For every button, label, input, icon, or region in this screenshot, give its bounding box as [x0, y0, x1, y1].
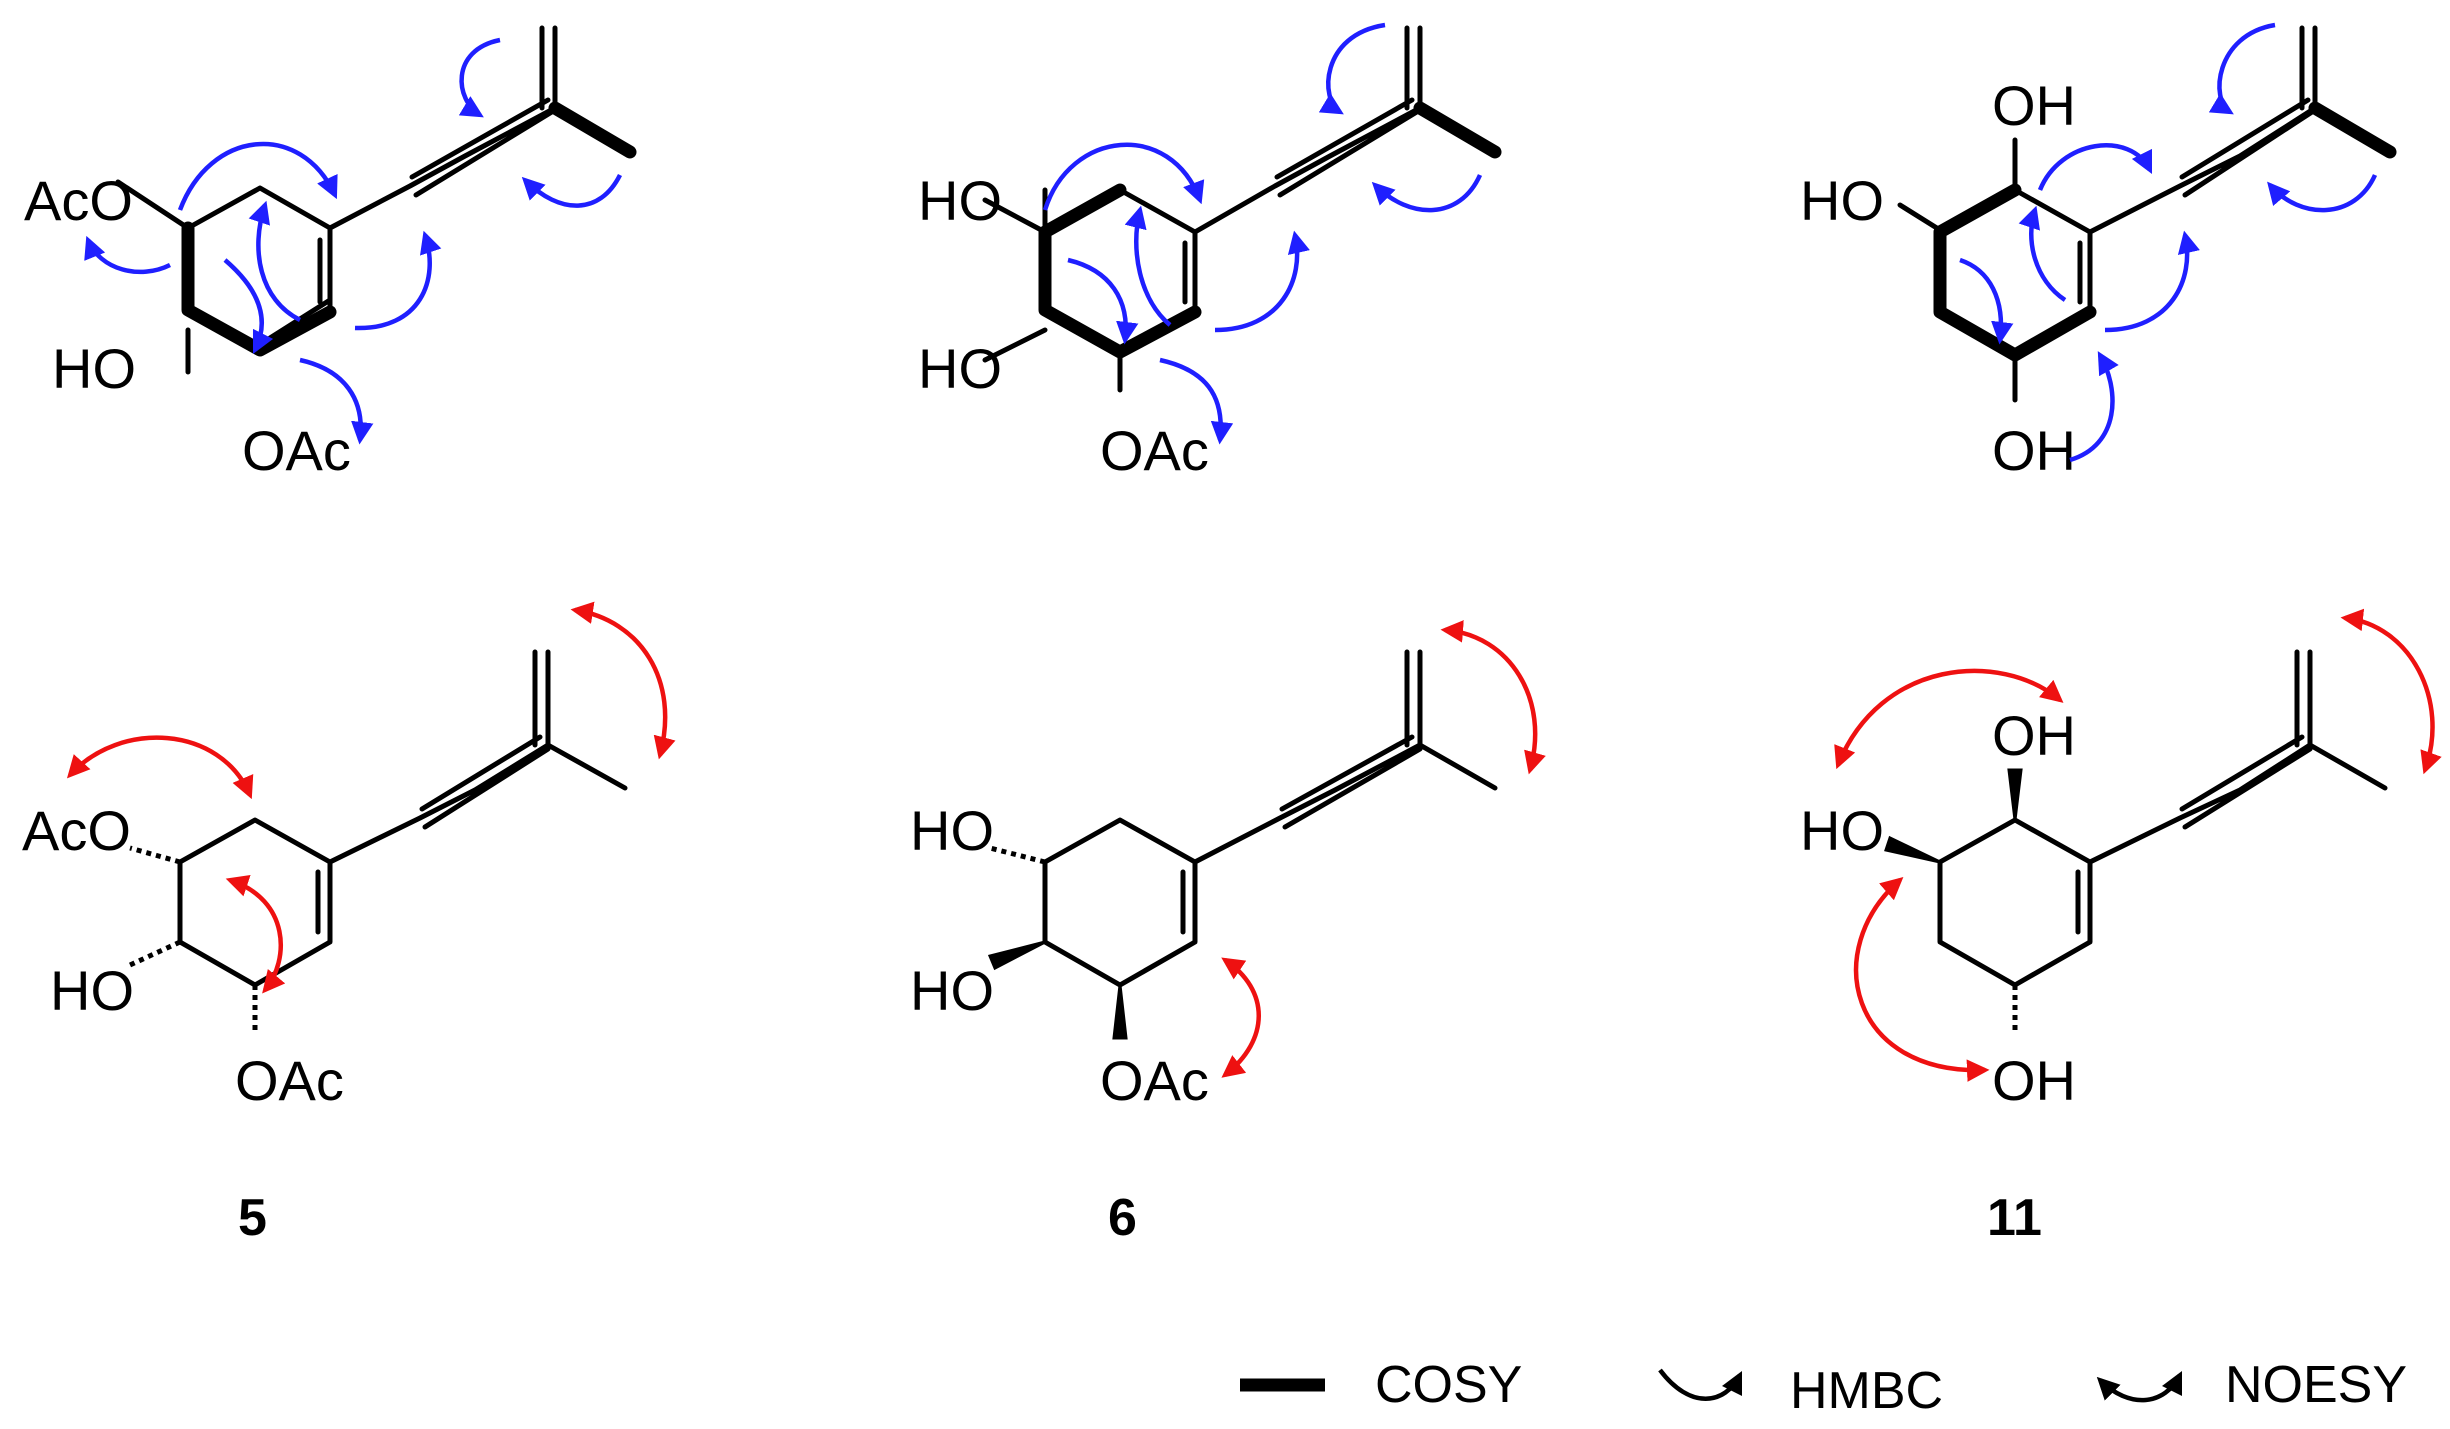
compound-11-hmbc-cosy: OH HO OH	[1800, 22, 2397, 482]
substituent-hydroxy-top: OH	[1992, 704, 2076, 767]
bold-wedge	[1884, 835, 1941, 864]
dash-wedge	[128, 939, 182, 968]
cosy-bonds	[1038, 183, 1202, 359]
cosy-methyl	[1413, 101, 1502, 159]
hmbc-arrow	[177, 141, 338, 211]
bold-wedge	[987, 940, 1046, 971]
compound-6-noesy: HO HO OAc 6	[910, 620, 1546, 1247]
hmbc-arrow	[2037, 143, 2153, 191]
legend-cosy-label: COSY	[1375, 1356, 1522, 1414]
cosy-bonds	[181, 221, 337, 357]
substituent-hydroxy: HO	[52, 337, 136, 400]
hmbc-arrow	[1959, 257, 2014, 345]
cosy-bonds	[1933, 183, 2097, 362]
substituent-hydroxy: HO	[50, 959, 134, 1022]
hmbc-arrow	[1214, 230, 1310, 333]
noesy-arrow	[2340, 608, 2442, 775]
substituent-acetoxy: OAc	[1100, 1049, 1209, 1112]
noesy-arrow	[570, 601, 676, 760]
noesy-arrow	[1853, 877, 1990, 1082]
substituent-hydroxy-mid: HO	[910, 959, 994, 1022]
ring-bonds	[1937, 649, 2388, 988]
hmbc-arrow	[521, 173, 623, 208]
noesy-arrow	[1834, 668, 2064, 770]
substituent-acetoxy: OAc	[1100, 419, 1209, 482]
hmbc-arrow	[1042, 142, 1205, 211]
hmbc-arrow	[354, 230, 442, 331]
substituent-hydroxy-left: HO	[1800, 169, 1884, 232]
noesy-arrow	[225, 875, 286, 994]
hmbc-arrow	[1318, 22, 1386, 115]
substituent-acetoxy-top: AcO	[22, 799, 131, 862]
hmbc-arrow	[1067, 257, 1139, 345]
hmbc-arrow	[299, 357, 374, 445]
compound-number: 11	[1987, 1189, 2042, 1247]
hmbc-arrow	[1371, 174, 1483, 213]
substituent-hydroxy-top: OH	[1992, 74, 2076, 137]
compound-11-noesy: OH HO OH 11	[1800, 608, 2442, 1247]
substituent-hydroxy-bottom: OH	[1992, 1049, 2076, 1112]
compound-5-noesy: AcO HO OAc 5	[22, 601, 676, 1247]
noesy-arrow	[1221, 957, 1261, 1078]
substituent-acetoxy-bottom: OAc	[235, 1049, 344, 1112]
substituent-acetoxy-bottom: OAc	[242, 419, 351, 482]
dash-wedge	[129, 845, 181, 865]
compound-number: 5	[238, 1189, 267, 1247]
compound-6-hmbc-cosy: HO HO OAc	[918, 22, 1502, 482]
legend: COSY HMBC NOESY	[1240, 1356, 2407, 1420]
legend-hmbc-label: HMBC	[1790, 1362, 1943, 1420]
substituent-hydroxy-top: HO	[918, 169, 1002, 232]
substituent-acetoxy-top: AcO	[24, 169, 133, 232]
substituent-hydroxy-top: HO	[910, 799, 994, 862]
hmbc-arrow	[248, 200, 302, 323]
substituent-hydroxy-mid: HO	[918, 337, 1002, 400]
hmbc-legend-arrow	[1658, 1368, 1743, 1401]
substituent-hydroxy-bottom: OH	[1992, 419, 2076, 482]
hmbc-arrow	[2104, 230, 2200, 333]
legend-noesy-label: NOESY	[2225, 1356, 2407, 1414]
hmbc-arrow	[458, 37, 501, 118]
substituent-hydroxy-left: HO	[1800, 799, 1884, 862]
hmbc-arrow	[84, 235, 172, 275]
hmbc-arrow	[1124, 205, 1172, 327]
hmbc-arrow	[1159, 357, 1234, 445]
hmbc-arrow	[223, 258, 274, 355]
cosy-methyl	[548, 101, 637, 159]
hmbc-arrow	[2267, 174, 2378, 213]
noesy-legend-arrow	[2096, 1370, 2183, 1403]
compound-5-hmbc-cosy: AcO HO OAc	[24, 25, 637, 482]
dash-wedge	[989, 845, 1046, 865]
cosy-methyl	[2308, 101, 2397, 159]
ring-bonds	[177, 649, 628, 988]
hmbc-arrow	[2018, 205, 2067, 302]
bold-wedge	[1112, 984, 1128, 1040]
hmbc-arrow	[2069, 351, 2119, 463]
noesy-arrow	[1440, 620, 1546, 775]
bold-wedge	[2007, 768, 2023, 821]
noesy-arrow	[66, 735, 254, 800]
hmbc-arrow	[2208, 22, 2276, 115]
compound-number: 6	[1108, 1189, 1137, 1247]
ring-bonds	[1042, 649, 1498, 988]
